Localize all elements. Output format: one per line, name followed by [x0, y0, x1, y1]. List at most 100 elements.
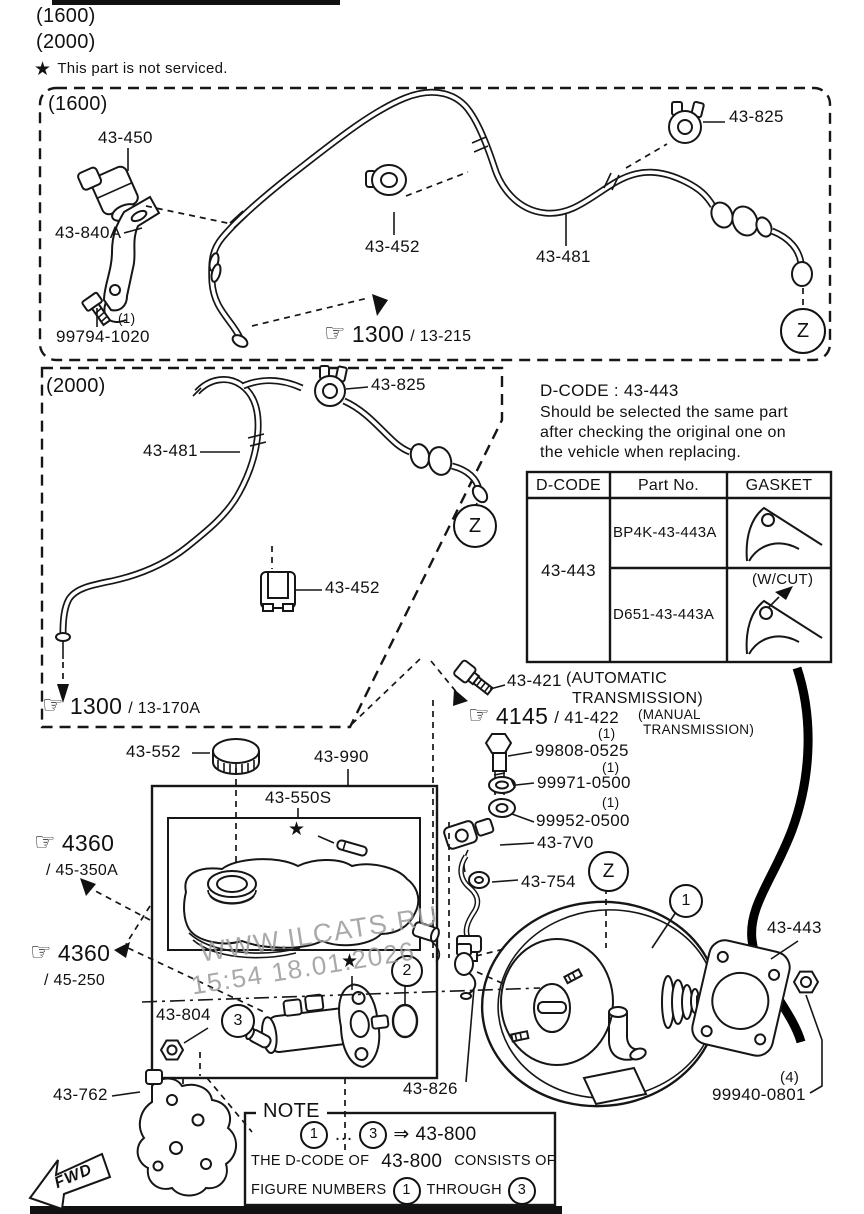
ref-4360-45-250: ☞ 4360	[30, 941, 110, 966]
gasket-sketch-2	[745, 586, 823, 655]
pointing-hand-icon: ☞	[468, 702, 490, 730]
note-title: NOTE	[256, 1100, 327, 1123]
box-1600-frame	[38, 86, 832, 362]
part-label-43-481-1600: 43-481	[536, 247, 591, 266]
hose-assembly-2000	[55, 376, 489, 659]
pointing-hand-icon: ☞	[30, 939, 52, 967]
qty-label-99971: (1)	[602, 760, 620, 775]
part-label-43-826: 43-826	[403, 1079, 458, 1098]
washer-99971-drawing	[488, 776, 535, 794]
leaders-2000	[57, 386, 369, 703]
pointing-hand-icon: ☞	[34, 829, 56, 857]
master-cylinder-drawing	[245, 983, 390, 1068]
part-label-43-804: 43-804	[156, 1005, 211, 1024]
part-label-43-481-2000: 43-481	[143, 441, 198, 460]
gasket-43-443-drawing	[691, 939, 791, 1057]
part-label-43-443-gasket: 43-443	[767, 918, 822, 937]
washer-99952-drawing	[488, 798, 535, 823]
hose-assembly-1600	[208, 88, 813, 348]
part-label-99952-0500: 99952-0500	[536, 811, 630, 830]
note-line2-post: CONSISTS OF	[454, 1153, 556, 1170]
figure-circle-1: 1	[669, 884, 703, 918]
note-result-code: 43-800	[415, 1123, 477, 1145]
connector-43-825-1600-drawing	[668, 100, 705, 144]
fwd-arrow-shape	[28, 1152, 112, 1211]
table-cell-part-no-2: D651-43-443A	[613, 606, 715, 623]
star-marker-reservoir: ★	[288, 819, 306, 840]
ellipsis: …	[334, 1123, 354, 1145]
manual-trans-note-1: (MANUAL	[638, 707, 701, 722]
note-line2-pre: THE D-CODE OF	[251, 1153, 370, 1170]
part-label-99808-0525: 99808-0525	[535, 741, 629, 760]
table-cell-dcode-value: 43-443	[541, 561, 596, 580]
dcode-title: D-CODE : 43-443	[540, 381, 679, 400]
note-line3-mid: THROUGH	[426, 1182, 502, 1199]
part-label-43-450: 43-450	[98, 128, 153, 147]
figure-circle-1: 1	[300, 1121, 328, 1149]
star-icon: ★	[34, 59, 52, 80]
part-label-43-452-1600: 43-452	[365, 237, 420, 256]
sensor-43-7V0-drawing	[443, 817, 535, 873]
note-line-3: FIGURE NUMBERS 1 THROUGH 3	[251, 1177, 536, 1205]
hose-43-754-drawing	[456, 854, 519, 968]
ref-suffix-45-350A: / 45-350A	[46, 862, 119, 879]
manual-trans-note-2: TRANSMISSION)	[643, 722, 755, 737]
ref-number: 4145	[495, 703, 549, 729]
qty-label-99952: (1)	[602, 795, 620, 810]
leaders-master	[80, 769, 541, 1150]
part-label-99940-0801: 99940-0801	[712, 1085, 806, 1104]
table-header-dcode: D-CODE	[536, 477, 601, 494]
auto-trans-note-1: (AUTOMATIC	[566, 670, 668, 687]
qty-label-99794: (1)	[118, 311, 136, 326]
ref-number: 4360	[57, 940, 111, 966]
pointing-hand-icon: ☞	[42, 692, 64, 720]
dcode-line1: Should be selected the same part	[540, 404, 788, 421]
figure-circle-3: 3	[221, 1004, 255, 1038]
box1600-title: (1600)	[48, 93, 108, 115]
star-note-text: This part is not serviced.	[57, 60, 228, 78]
clamp-43-825-2000-drawing	[314, 365, 348, 407]
ref-suffix: / 41-422	[554, 708, 619, 728]
ref-1300-13-170A: ☞ 1300 / 13-170A	[42, 694, 200, 719]
zone-circle-z-mid: Z	[588, 851, 629, 892]
part-label-43-754: 43-754	[521, 872, 576, 891]
ref-number: 1300	[69, 693, 123, 719]
part-label-43-762: 43-762	[53, 1085, 108, 1104]
note-line-2: THE D-CODE OF 43-800 CONSISTS OF	[251, 1151, 556, 1173]
nut-99940-drawing	[792, 970, 820, 994]
scan-bar-top	[52, 0, 340, 5]
variant-label-1600: (1600)	[36, 5, 96, 27]
figure-circle-1: 1	[392, 1177, 421, 1205]
box-2000-frame	[40, 366, 504, 729]
check-valve-43-826-drawing	[454, 943, 477, 1000]
part-label-99794-1020: 99794-1020	[56, 327, 150, 346]
figure-circle-3: 3	[507, 1177, 536, 1205]
ref-suffix: / 13-170A	[128, 699, 201, 717]
pin-drawing	[336, 839, 368, 857]
note-line-1: 1 … 3 ⇒ 43-800	[300, 1121, 477, 1149]
auto-trans-note-2: TRANSMISSION)	[572, 690, 704, 707]
booster-drawing	[454, 900, 720, 1108]
variant-label-2000: (2000)	[36, 31, 96, 53]
box2000-title: (2000)	[46, 375, 106, 397]
leaders-right	[770, 940, 823, 1094]
dcode-line2: after checking the original one on	[540, 424, 786, 441]
part-label-43-990: 43-990	[314, 747, 369, 766]
part-label-43-825-2000: 43-825	[371, 375, 426, 394]
arrow-right-icon: ⇒	[393, 1123, 410, 1145]
part-label-43-552: 43-552	[126, 742, 181, 761]
reservoir-tank-drawing	[183, 768, 441, 963]
table-cell-wcut-note: (W/CUT)	[752, 571, 814, 588]
qty-label-99940: (4)	[780, 1069, 800, 1086]
note-line3-pre: FIGURE NUMBERS	[251, 1182, 387, 1199]
construction-dashes-mid	[432, 700, 677, 958]
part-label-43-550S: 43-550S	[265, 788, 332, 807]
ref-4145-41-422: ☞ 4145 / 41-422	[468, 704, 619, 729]
leaders-43-421	[351, 658, 506, 725]
gasket-sketch-1	[745, 506, 823, 562]
part-label-99971-0500: 99971-0500	[537, 773, 631, 792]
part-label-43-452-2000: 43-452	[325, 578, 380, 597]
star-note: ★ This part is not serviced.	[34, 60, 228, 79]
